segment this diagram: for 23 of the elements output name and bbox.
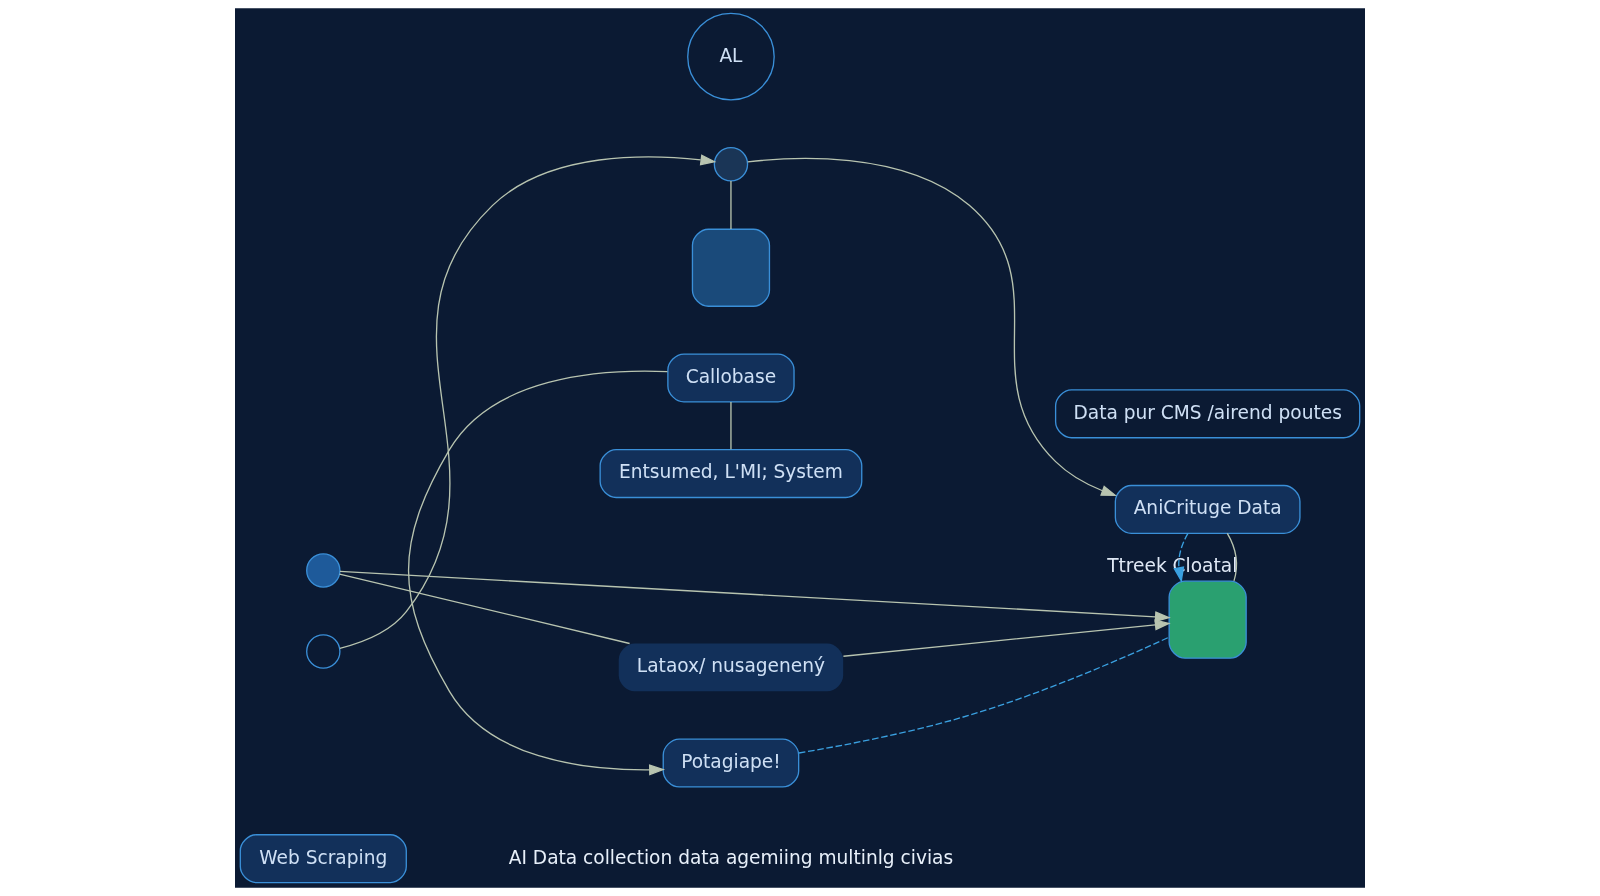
node-circle [306,634,341,669]
node-circle: AL [687,12,775,101]
arrow [339,154,717,650]
node-circle [713,146,749,182]
node-box: AniCrituge Data [1114,484,1301,534]
arrow [842,619,1171,657]
node-box: Potagiape! [662,738,800,788]
node-box: Lataox/ nusagenený [618,643,844,692]
connector [798,636,1170,754]
node-circle [306,553,341,588]
connector [730,401,732,450]
node-box [691,228,771,307]
arrow [747,157,1118,496]
node-box: Callobase [667,353,795,403]
arrow [407,370,669,776]
node-box: Data pur CMS /airend poutes [1054,389,1361,439]
node-box [1168,580,1247,659]
arrow [339,570,1171,623]
node-box: Entsumed, L'MI; System [599,449,863,499]
connector [338,573,631,645]
node-box: Web Scraping [239,834,407,884]
label: AI Data collection data agemiing multinlg civias [508,846,954,868]
connector [730,180,732,230]
